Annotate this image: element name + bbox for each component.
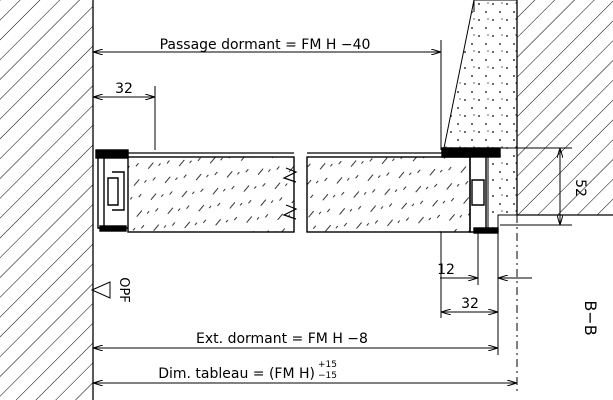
- dim-ext-dormant: Ext. dormant = FM H −8: [93, 331, 498, 348]
- opf-reference: OPF: [90, 277, 131, 303]
- dim-right-32: 32: [440, 232, 498, 318]
- dim-tableau: Dim. tableau = (FM H) +15 −15: [93, 360, 517, 383]
- left-wall: [0, 0, 94, 400]
- right-wall: [516, 0, 613, 216]
- passage-dormant-label: Passage dormant = FM H −40: [160, 37, 371, 53]
- level-triangle-icon: [90, 281, 111, 299]
- dim-gap-12: 12: [437, 232, 532, 285]
- door-leaf: [127, 152, 471, 233]
- height-52-label: 52: [572, 179, 588, 197]
- left-frame-profile: [95, 149, 129, 232]
- dim-left-32: 32: [93, 81, 156, 150]
- dim-passage-dormant: Passage dormant = FM H −40: [93, 37, 442, 150]
- dim-height-52: 52: [500, 147, 588, 226]
- ext-dormant-label: Ext. dormant = FM H −8: [196, 331, 368, 347]
- left-32-label: 32: [115, 81, 133, 97]
- section-label: B−B: [581, 300, 600, 335]
- dim-tableau-sup: +15: [318, 360, 337, 370]
- dim-tableau-label: Dim. tableau = (FM H): [158, 366, 315, 382]
- dim-tableau-sub: −15: [318, 371, 337, 381]
- opf-label: OPF: [116, 277, 131, 303]
- right-32-label: 32: [461, 296, 479, 312]
- gap-12-label: 12: [437, 262, 455, 278]
